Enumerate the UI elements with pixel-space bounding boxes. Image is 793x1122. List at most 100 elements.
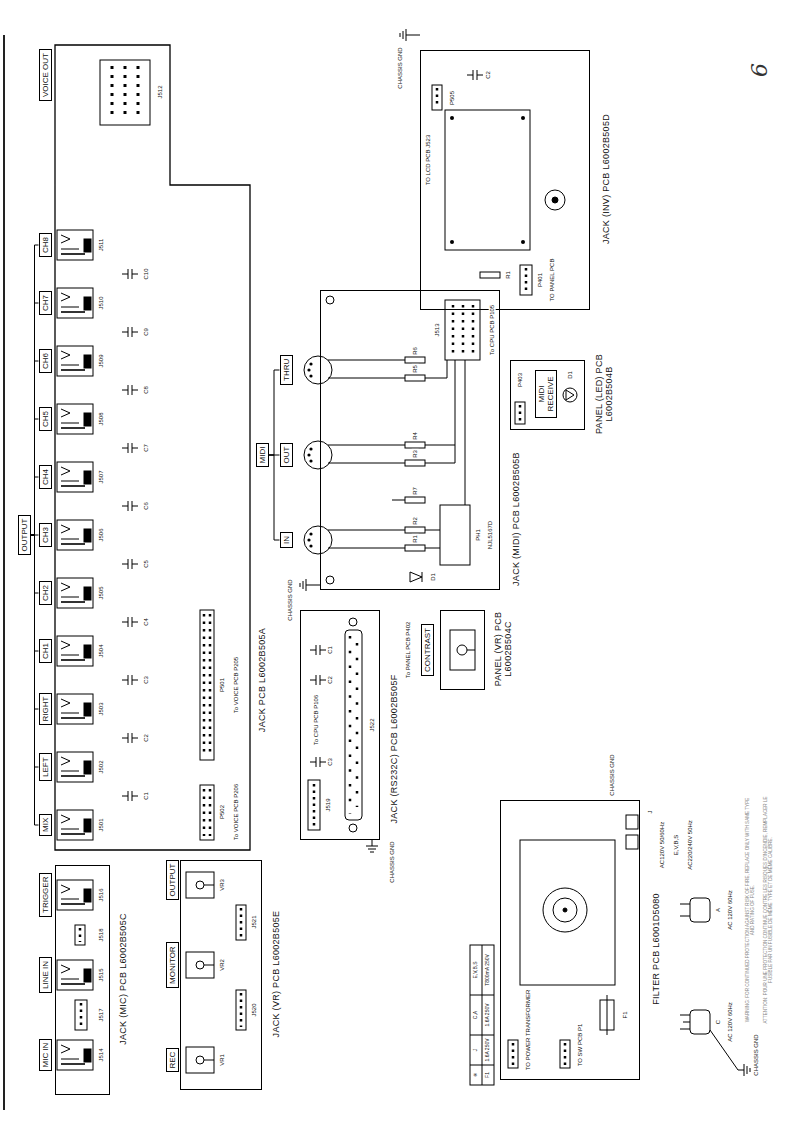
board-title: PANEL (LED) PCB L6002B504B: [594, 349, 615, 439]
label-text: MIDI: [258, 447, 267, 464]
part-label: R6: [412, 346, 419, 356]
table-cell: ※: [473, 1072, 479, 1078]
bracket-line: [31, 535, 39, 709]
label-text: CH1: [41, 643, 50, 659]
jack-label: CH7: [39, 291, 52, 315]
pcb-outline-shape: [55, 45, 250, 850]
jack-label: MIX: [39, 814, 52, 836]
part-label: VR2: [219, 958, 226, 972]
label-text: CH2: [41, 585, 50, 601]
part-label: C2: [485, 70, 492, 80]
table-cell: T800mA 250V: [485, 953, 491, 987]
part-label: To PANEL PCB P402: [405, 621, 412, 680]
part-label: R5: [412, 364, 419, 374]
part-label: J509: [98, 353, 105, 368]
indicator-label: MIDI RECEIVE: [535, 370, 557, 418]
board-title: PANEL (VR) PCB L6002B504C: [493, 604, 514, 694]
led-symbol: [563, 388, 577, 402]
part-label: J502: [98, 759, 105, 774]
jack-label: LEFT: [39, 753, 52, 781]
part-label: J515: [98, 967, 105, 982]
label-text: THRU: [282, 359, 291, 381]
part-label: VR1: [219, 1053, 226, 1067]
jack-label: CH5: [39, 407, 52, 431]
part-label: C2: [143, 733, 150, 743]
table-cell: 1.6A 250V: [485, 1037, 491, 1062]
pcb-outline: JACK (MIDI) PCB L6002B505B: [320, 290, 500, 590]
group-label: OUTPUT: [18, 515, 31, 556]
part-label: To VOICE PCB P206: [233, 783, 240, 841]
jack-label: RIGHT: [39, 693, 52, 726]
label-text: LINE IN: [41, 961, 50, 989]
safety-note: ATTENTION: POUR UNE PROTECTION CONTINUE …: [763, 794, 773, 1026]
part-label: R1: [505, 270, 512, 280]
label-text: TRIGGER: [41, 877, 50, 913]
part-label: CHASSIS GND: [389, 840, 396, 883]
part-label: J522: [369, 717, 376, 732]
part-label: R1: [412, 534, 419, 544]
safety-note: WARNING: FOR CONTINUED PROTECTION AGAINS…: [745, 794, 755, 1026]
jack-label: THRU: [280, 355, 293, 385]
filter-circuit: [470, 815, 638, 1085]
part-label: C2: [327, 675, 334, 685]
label-text: MIX: [41, 818, 50, 832]
part-label: E,V,B,S: [673, 834, 680, 856]
part-label: To VOICE PCB P205: [233, 656, 240, 714]
label-text: OUT: [282, 447, 291, 464]
label-text: CH4: [41, 469, 50, 485]
part-label: C1: [327, 645, 334, 655]
part-label: J516: [98, 887, 105, 902]
jack-label: IN: [280, 532, 293, 548]
part-label: C: [715, 1019, 722, 1025]
part-label: P401: [537, 272, 544, 288]
board-title: JACK (INV) PCB L6002B505D: [601, 114, 611, 244]
page-number: 6: [748, 62, 772, 78]
jack-symbols: [57, 230, 93, 1070]
part-label: J504: [98, 643, 105, 658]
capacitor-symbols: [122, 70, 483, 801]
part-label: NJL5167D: [487, 520, 494, 550]
part-label: C5: [143, 559, 150, 569]
pcb-outline: PANEL (VR) PCB L6002B504C: [440, 610, 485, 690]
table-cell: F1: [485, 1071, 491, 1079]
part-label: CHASSIS GND: [753, 1033, 760, 1076]
pcb-outline: JACK PCB L6002B505A: [55, 45, 250, 850]
jack-label: CONTRAST: [421, 624, 434, 676]
label-text: OUTPUT: [20, 519, 29, 552]
part-label: D1: [430, 572, 437, 582]
label-text: IN: [282, 536, 291, 544]
part-label: J514: [98, 1047, 105, 1062]
label-text: OUTPUT: [168, 864, 177, 897]
rs232-connector: [345, 618, 378, 852]
part-label: J511: [98, 238, 105, 253]
label-text: CONTRAST: [423, 628, 432, 672]
part-label: TO LCD PCB J523: [425, 134, 432, 187]
part-label: J507: [98, 469, 105, 484]
part-label: To CPU PCB P105: [489, 304, 496, 356]
jack-label: CH4: [39, 465, 52, 489]
part-label: J519: [325, 797, 332, 812]
part-label: J506: [98, 527, 105, 542]
part-label: CHASSIS GND: [287, 578, 294, 621]
jack-label: CH3: [39, 523, 52, 547]
label-text: MIDI RECEIVE: [537, 374, 555, 414]
part-label: AC 120V 60Hz: [727, 889, 734, 931]
label-text: CH7: [41, 295, 50, 311]
part-label: AC 120V 60Hz: [727, 1001, 734, 1043]
part-label: R2: [412, 516, 419, 526]
jack-label: TRIGGER: [39, 873, 52, 917]
part-label: J518: [98, 927, 105, 942]
part-label: P505: [449, 90, 456, 106]
table-cell: 1.6A 250V: [485, 1002, 491, 1027]
bracket-line: [31, 245, 39, 535]
part-label: J520: [251, 1002, 258, 1017]
table-cell: E,V,B,S: [473, 960, 479, 979]
board-title: JACK (VR) PCB L6002B505E: [271, 911, 281, 1038]
jack-label: CH1: [39, 639, 52, 663]
part-label: F1: [622, 1010, 629, 1019]
bracket-line: [31, 535, 39, 593]
part-label: P501: [219, 677, 226, 693]
part-label: J501: [98, 817, 105, 832]
part-label: R7: [412, 486, 419, 496]
